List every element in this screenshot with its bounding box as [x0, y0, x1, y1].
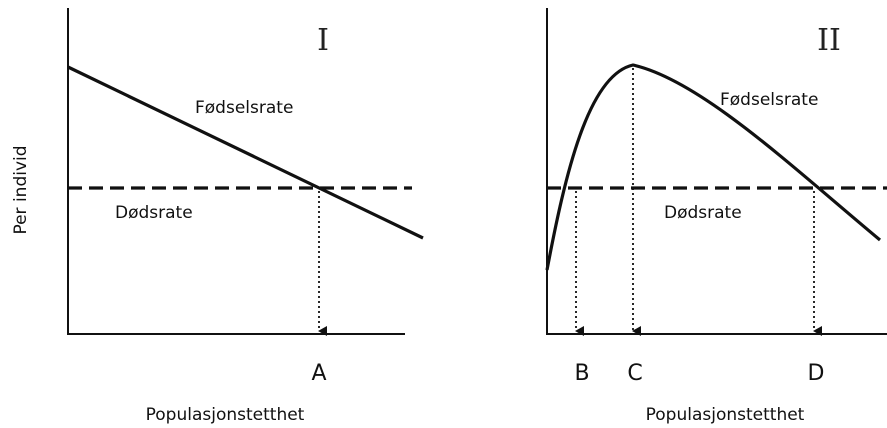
panel-2: II Fødselsrate Dødsrate B C D Populasjon… [545, 8, 887, 425]
marker-a: A [311, 361, 326, 386]
panel-1-death-rate-label: Dødsrate [115, 203, 193, 223]
panel-2-death-rate-label: Dødsrate [664, 203, 742, 223]
panel-2-roman-numeral: II [817, 23, 841, 58]
panel-2-birth-rate-curve [545, 63, 882, 271]
panel-2-x-axis-label: Populasjonstetthet [646, 405, 805, 425]
marker-d: D [808, 361, 825, 386]
panel-1: I Fødselsrate Dødsrate A Populasjonstett… [67, 8, 424, 425]
panel-1-birth-rate-line [67, 65, 424, 240]
panel-1-x-axis-label: Populasjonstetthet [146, 405, 305, 425]
y-axis-label: Per individ [11, 145, 31, 234]
marker-c: C [627, 361, 642, 386]
panel-2-birth-rate-label: Fødselsrate [720, 90, 818, 110]
panel-1-roman-numeral: I [317, 23, 329, 58]
marker-b: B [574, 361, 589, 386]
panel-1-birth-rate-label: Fødselsrate [195, 98, 293, 118]
